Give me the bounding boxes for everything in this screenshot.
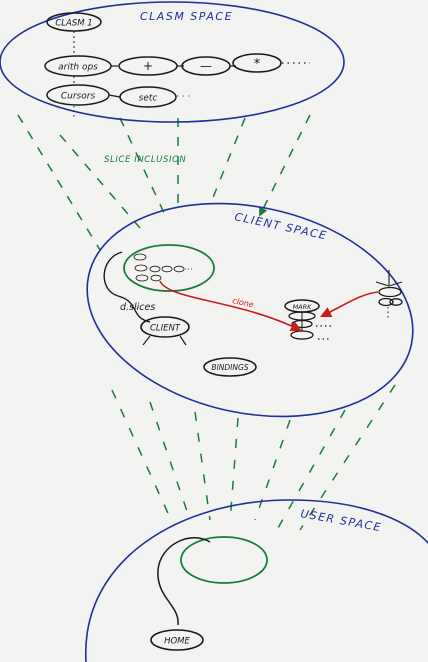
dslices-loop-stroke (103, 251, 151, 323)
clone-label: clone (232, 296, 255, 309)
dslices-label: d.slices (120, 302, 155, 313)
plus-op-node[interactable]: + (118, 56, 178, 76)
client-space-title: CLIENT SPACE (233, 210, 328, 242)
times-op-label: * (254, 57, 261, 72)
mini-root-node (133, 253, 147, 261)
mini-plus-node (149, 265, 161, 273)
client-node[interactable]: CLIENT (140, 316, 190, 338)
external-tree-branch-left (375, 281, 390, 287)
mini-setc-node (150, 274, 162, 282)
cursors-to-setc-line (108, 94, 121, 98)
user-space-outline (85, 499, 428, 662)
setc-label: setc (139, 94, 158, 104)
home-label: HOME (164, 637, 190, 647)
user-slice-bubble[interactable] (180, 536, 268, 584)
mini-ops-node (134, 264, 148, 272)
clasm-space: CLASM SPACE CLASM 1 arith ops + — * (0, 1, 345, 123)
arith-ops-label: arith ops (58, 63, 98, 73)
clasm-space-title: CLASM SPACE (140, 10, 233, 23)
times-op-node[interactable]: * (232, 53, 282, 73)
external-tree (375, 270, 403, 320)
client-space-outline (86, 202, 414, 418)
external-node-3 (389, 298, 403, 306)
user-space: USER SPACE HOME (85, 499, 428, 662)
slice-inclusion-label: SLICE INCLUSION (104, 155, 186, 165)
mark-stack-item-3 (290, 330, 314, 340)
mini-times-node (173, 265, 185, 273)
client-leg-right (179, 335, 187, 346)
cursors-label: Cursors (61, 92, 96, 102)
clone-arrow (159, 280, 303, 332)
mark-node[interactable]: MARK (284, 299, 320, 313)
bindings-node[interactable]: BINDINGS (203, 357, 257, 377)
clasm-root-node[interactable]: CLASM 1 (46, 12, 102, 32)
external-tree-branch-right (388, 281, 403, 287)
external-to-mark-arrow (319, 291, 379, 318)
slice-inclusion-lines (17, 114, 311, 251)
clasm-space-outline (0, 1, 345, 123)
bindings-label: BINDINGS (211, 363, 248, 372)
client-leg-left (142, 335, 151, 346)
minus-op-node[interactable]: — (181, 56, 231, 76)
cursors-node[interactable]: Cursors (46, 84, 110, 106)
home-loop-stroke (157, 537, 211, 626)
client-to-user-lines (111, 384, 396, 531)
setc-node[interactable]: setc (119, 86, 177, 108)
plus-op-label: + (143, 59, 153, 73)
client-label: CLIENT (150, 324, 181, 334)
external-node-2 (378, 297, 394, 307)
minus-op-label: — (200, 59, 212, 73)
arith-ops-node[interactable]: arith ops (44, 55, 112, 77)
clasm-root-label: CLASM 1 (55, 19, 92, 29)
mini-cursors-node (135, 274, 149, 282)
mini-minus-node (161, 265, 173, 273)
dslices-bubble[interactable] (123, 244, 215, 292)
mark-label: MARK (293, 303, 313, 311)
home-node[interactable]: HOME (150, 629, 204, 651)
external-node-1 (378, 286, 402, 298)
